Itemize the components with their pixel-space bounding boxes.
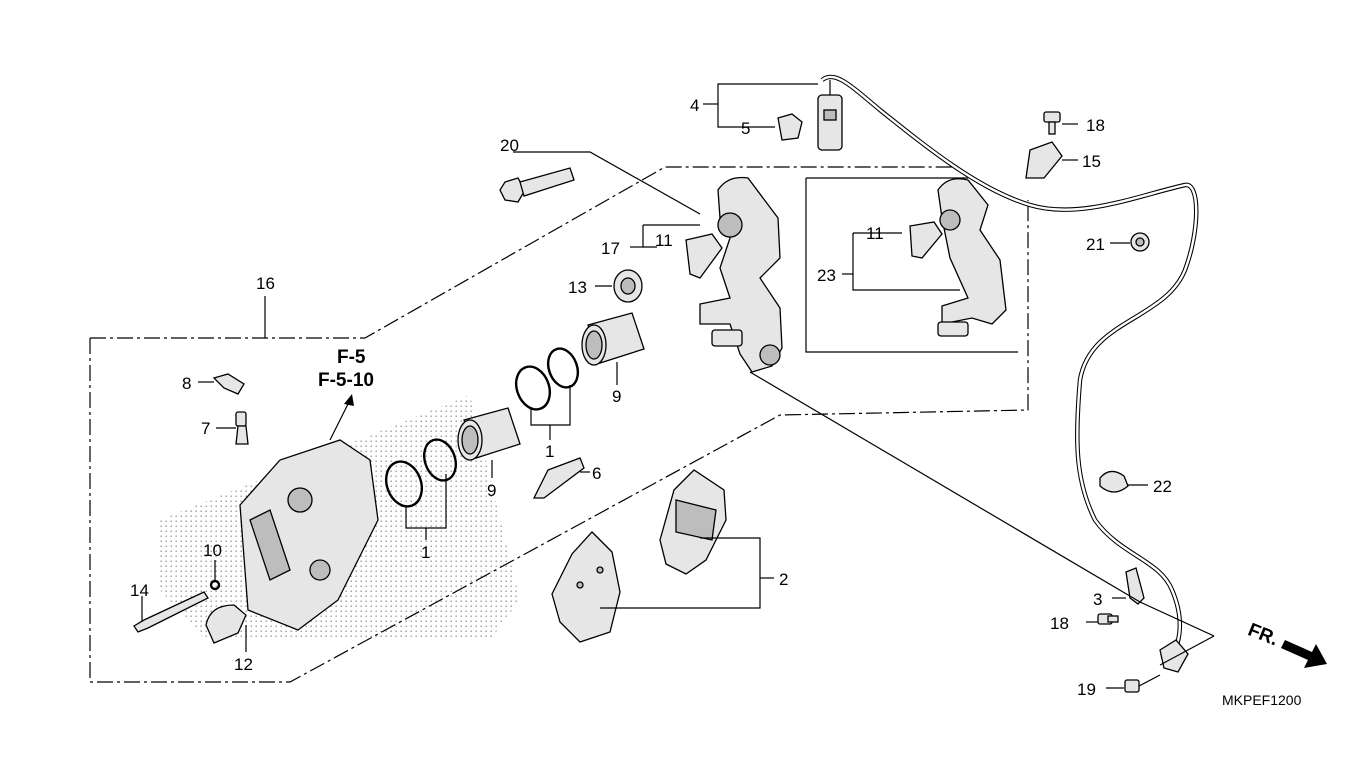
pad-spring-part-11-right (909, 221, 943, 259)
clip-part-5 (777, 113, 803, 141)
caliper-bracket-part-23 (937, 178, 1007, 337)
callout-14: 15 (1082, 152, 1101, 171)
callout-11-left: 11 (655, 231, 673, 250)
bolt-part-18-top (1043, 111, 1061, 135)
callout-10: 10 (203, 541, 222, 560)
sensor-wire (820, 74, 1199, 660)
brake-pad-part-2-rear (659, 469, 727, 575)
clamp-part-21 (1130, 232, 1150, 252)
brake-pad-part-2-front (551, 531, 621, 643)
callout-18-top: 18 (1086, 116, 1105, 135)
stay-part-14 (1025, 141, 1063, 179)
reference-f5: F-5 (337, 347, 366, 368)
bolt-part-18-bottom (1097, 613, 1119, 625)
callout-5: 5 (741, 119, 750, 138)
piston-part-9-lower (457, 407, 521, 461)
callout-13: 13 (568, 278, 587, 297)
callout-20: 20 (500, 136, 519, 155)
callout-1-lower: 1 (421, 543, 430, 562)
callout-3: 3 (1093, 590, 1102, 609)
direction-label: FR. (1245, 619, 1281, 650)
callout-19: 19 (1077, 680, 1096, 699)
caliper-bracket-part-17 (699, 176, 783, 373)
callout-9-lower: 9 (487, 481, 496, 500)
clamp-part-22 (1099, 470, 1129, 493)
callout-8: 8 (182, 374, 191, 393)
bolt-part-19 (1124, 674, 1161, 693)
pin-part-15 (133, 591, 209, 633)
callout-11-right: 11 (866, 224, 884, 243)
callout-7: 7 (201, 419, 210, 438)
front-direction-arrow (1281, 640, 1327, 668)
callout-2: 2 (779, 570, 788, 589)
plug-part-12 (205, 604, 247, 644)
callout-1-upper: 1 (545, 442, 554, 461)
bolt-part-20 (499, 167, 575, 203)
diagram-code: MKPEF1200 (1222, 692, 1302, 708)
callout-12: 12 (234, 655, 253, 674)
clip-part-8 (212, 373, 245, 395)
bleeder-part-7 (235, 411, 249, 445)
sensor-stay-part-3 (1125, 567, 1145, 605)
reference-f5-10: F-5-10 (318, 370, 374, 391)
leader-lines (141, 83, 1215, 689)
connector-part-4 (817, 80, 843, 151)
callout-9-upper: 9 (612, 387, 621, 406)
caliper-body (239, 439, 379, 631)
pad-spring-part-11-left (685, 233, 723, 279)
callout-17: 17 (601, 239, 620, 258)
callout-16: 16 (256, 274, 275, 293)
callout-18-bottom: 18 (1050, 614, 1069, 633)
callout-6: 6 (592, 464, 601, 483)
seal-set-part-1-upper (514, 347, 580, 411)
piston-part-9-upper (581, 312, 645, 366)
callout-labels: 4 5 18 15 21 22 3 18 19 20 17 11 11 23 1… (130, 96, 1302, 708)
sensor-head (1159, 639, 1189, 673)
group-outline-bracket (805, 177, 1018, 353)
callout-21: 21 (1086, 235, 1105, 254)
seal-set-part-1-lower (384, 438, 458, 508)
group-outline-caliper (89, 166, 1029, 683)
boot-part-13 (613, 269, 643, 303)
o-ring-part-10 (209, 579, 221, 591)
callout-23: 23 (817, 266, 836, 285)
callout-15: 14 (130, 581, 149, 600)
pad-spring-part-6 (532, 457, 585, 499)
callout-22: 22 (1153, 477, 1172, 496)
callout-4: 4 (690, 96, 699, 115)
